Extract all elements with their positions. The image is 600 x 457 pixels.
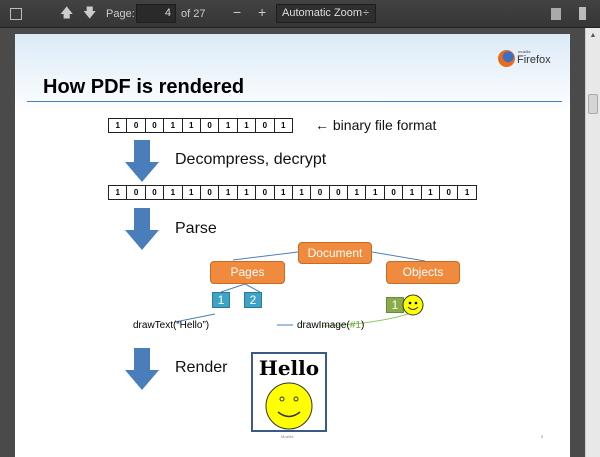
draw-image-ref: #1	[349, 320, 361, 331]
object-node-1: 1	[386, 297, 404, 313]
sidebar-toggle-icon[interactable]	[10, 8, 22, 20]
step-render: Render	[175, 359, 228, 376]
bit-cell: 1	[236, 118, 257, 133]
page-label: Page:	[106, 8, 135, 20]
download-icon[interactable]	[551, 8, 561, 20]
rendered-hello: Hello	[258, 356, 320, 380]
rendered-output: Hello	[251, 352, 327, 432]
page-node-1: 1	[212, 292, 230, 308]
scrollbar[interactable]: ▲	[585, 28, 600, 457]
smiley-large-icon	[265, 382, 313, 430]
next-page-icon[interactable]: 🡇	[83, 5, 97, 20]
title-rule	[27, 101, 562, 102]
zoom-value: Automatic Zoom	[282, 7, 363, 19]
smiley-small-icon	[402, 294, 424, 316]
zoom-out-button[interactable]: −	[233, 4, 242, 20]
bit-cell: 0	[310, 185, 330, 200]
toolbar: 🡅 🡇 Page: 4 of 27 − + Automatic Zoom÷	[0, 0, 600, 28]
bookmark-icon[interactable]	[579, 7, 586, 20]
zoom-in-button[interactable]: +	[258, 4, 267, 20]
page-number-input[interactable]: 4	[136, 4, 176, 23]
bit-cell: 1	[236, 185, 257, 200]
firefox-logo-icon	[498, 50, 515, 67]
bit-cell: 1	[163, 185, 183, 200]
bit-cell: 1	[402, 185, 422, 200]
draw-image-prefix: drawImage(	[297, 320, 350, 331]
bit-cell: 0	[126, 118, 146, 133]
node-document: Document	[298, 242, 372, 264]
parse-connectors	[174, 251, 426, 327]
page-total: of 27	[181, 8, 206, 20]
brand-small: mozilla	[518, 49, 531, 54]
page-node-2: 2	[244, 292, 262, 308]
draw-image-call: drawImage(#1)	[297, 320, 364, 331]
step-decompress: Decompress, decrypt	[175, 151, 327, 168]
node-objects: Objects	[386, 261, 460, 284]
slide-page-number: 5	[541, 434, 544, 439]
bit-cell: 1	[273, 118, 293, 133]
bit-cell: 0	[328, 185, 349, 200]
down-arrow-icon	[125, 208, 159, 250]
draw-image-suffix: )	[360, 320, 365, 331]
scroll-up-icon[interactable]: ▲	[589, 32, 597, 39]
brand-name: Firefox	[517, 54, 551, 66]
step-parse: Parse	[175, 220, 217, 237]
binary-label: ← binary file format	[315, 117, 437, 133]
zoom-select[interactable]: Automatic Zoom÷	[276, 4, 376, 23]
bit-cell: 1	[457, 185, 477, 200]
down-arrow-icon	[125, 140, 159, 182]
node-pages: Pages	[210, 261, 285, 284]
select-arrows-icon: ÷	[362, 7, 369, 19]
draw-text-call: drawText(“Hello”)	[133, 320, 210, 331]
down-arrow-icon	[125, 348, 159, 390]
slide-title: How PDF is rendered	[43, 76, 245, 98]
bit-cell: 1	[163, 118, 183, 133]
previous-page-icon[interactable]: 🡅	[60, 5, 74, 20]
scrollbar-thumb[interactable]	[588, 94, 598, 114]
slide-footer: Mozilla	[281, 434, 294, 439]
bit-cell: 0	[144, 185, 165, 200]
